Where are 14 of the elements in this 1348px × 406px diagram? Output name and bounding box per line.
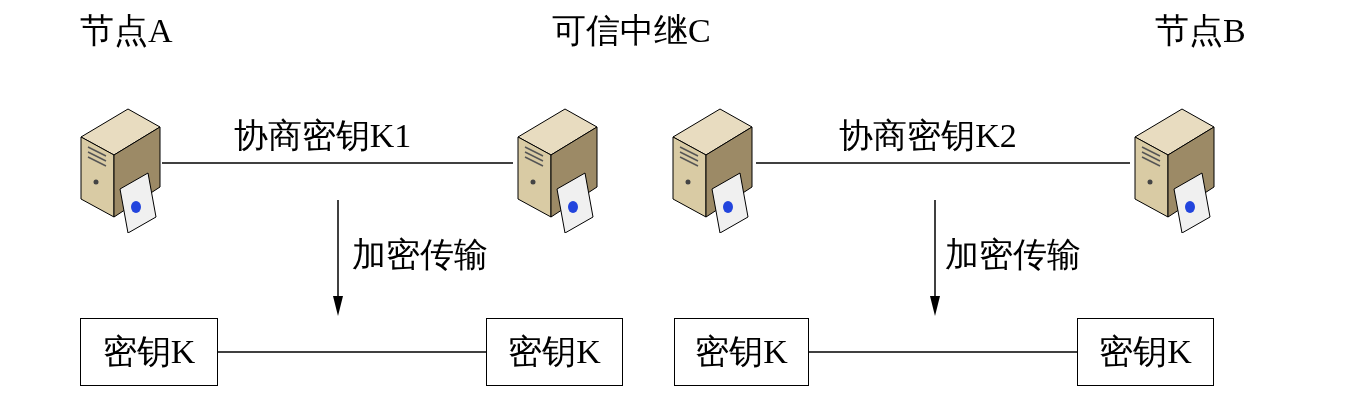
- node-title: 节点B: [1155, 14, 1246, 48]
- connector-line: [217, 351, 487, 353]
- connector-line: [161, 162, 514, 164]
- arrow-caption: 加密传输: [945, 238, 1081, 272]
- node-title: 可信中继C: [552, 14, 711, 48]
- server-icon: [78, 107, 162, 233]
- node-title: 节点A: [80, 14, 173, 48]
- key-box: 密钥K: [674, 318, 809, 386]
- key-box: 密钥K: [80, 318, 218, 386]
- connector-line: [808, 351, 1078, 353]
- key-box: 密钥K: [486, 318, 623, 386]
- connector-line: [755, 162, 1131, 164]
- key-box: 密钥K: [1077, 318, 1214, 386]
- arrow-caption: 加密传输: [352, 238, 488, 272]
